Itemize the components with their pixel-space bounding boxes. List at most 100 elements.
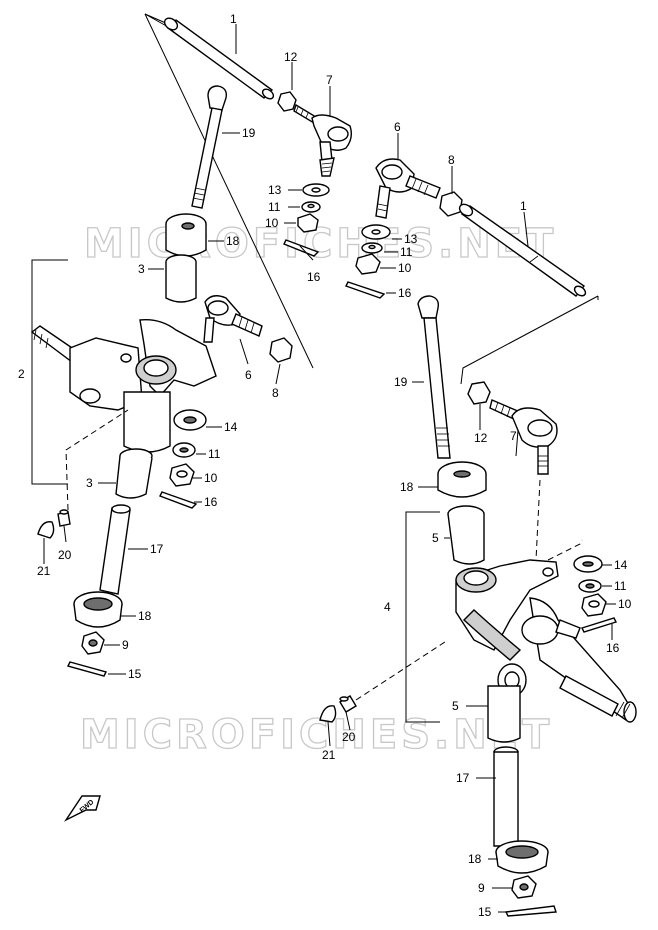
callout-19-left: 19 [242,126,256,140]
callout-11-left: 11 [268,200,281,214]
nut-8-left [269,337,293,363]
callout-18b-left: 18 [138,609,152,623]
callout-13-left: 13 [268,183,282,197]
washer-11-right-lower [578,579,602,593]
bolt-19-right [417,295,451,459]
callout-12-left: 12 [284,50,298,64]
callout-19-right: 19 [394,375,408,389]
washer-14-left [173,409,207,431]
seal-18-right-lower [495,840,549,874]
cap-21-left [37,521,55,539]
callout-16b-left: 16 [204,495,218,509]
cotter-pin-16-right [345,281,386,299]
callout-16b-right: 16 [606,641,620,655]
callout-7-left: 7 [326,73,333,87]
seal-18-left-lower [73,591,123,628]
nut-9-left [81,631,105,655]
callout-5b-right: 5 [452,699,459,713]
washer-11-right [361,242,383,254]
callout-10b-right: 10 [618,597,632,611]
nut-12-left [277,91,297,112]
washer-14-right [573,555,603,573]
callout-6-left: 6 [245,368,252,382]
right-tie-rod-dash [535,479,541,561]
callout-14-left: 14 [224,420,238,434]
callout-18b-right: 18 [468,852,482,866]
bushing-3-left-lower [115,448,153,499]
washer-11-left-lower [172,442,196,458]
grease-nipple-20-left [57,509,71,527]
castle-nut-10-right-lower [581,593,607,617]
callout-11b-right: 11 [614,579,627,593]
callout-4-right: 4 [384,600,391,614]
kingpin-17-right [493,746,519,847]
tie-rod-end-7-left [293,103,353,177]
callout-11-right: 11 [400,245,413,259]
tie-rod-end-6-right [375,158,441,219]
callout-20-right: 20 [342,730,356,744]
washer-11-left [301,201,321,213]
callout-16-right: 16 [398,286,412,300]
right-callouts: 6 8 1 13 11 10 16 19 12 7 18 5 14 11 10 … [322,120,632,919]
callout-18-right: 18 [400,480,414,494]
callout-12-right: 12 [474,431,488,445]
washer-13-left [302,183,330,197]
castle-nut-10-left-lower [169,463,195,487]
callout-2-left: 2 [18,367,25,381]
bracket-2-left [31,259,68,485]
callout-10b-left: 10 [204,471,218,485]
seal-18-left-top [165,213,207,257]
callout-14-right: 14 [614,558,628,572]
left-callouts: 1 12 7 19 13 11 10 18 16 3 2 6 8 14 11 1… [18,12,333,681]
watermark-top: MICROFICHES.NET [84,221,557,267]
callout-15-left: 15 [128,667,142,681]
tie-rod-end-7-right [489,399,558,475]
callout-10-right: 10 [398,261,412,275]
bushing-3-left-top [165,254,197,303]
cotter-pin-15-right [504,905,557,917]
bracket-4-right [405,511,440,723]
left-nipple-dash [65,409,129,511]
bolt-19-left [191,85,228,209]
left-outline-diagonal [144,13,314,369]
kingpin-17-left [99,504,131,595]
callout-13-right: 13 [404,232,418,246]
nut-9-right [511,875,537,899]
right-callout-leaders [327,133,616,913]
callout-3-left: 3 [138,262,145,276]
tie-rod-left [163,17,275,100]
callout-8-right: 8 [448,153,455,167]
callout-20-left: 20 [58,548,72,562]
seal-18-right-top [437,461,487,498]
tie-rod-right [458,203,587,297]
nut-12-right [467,381,491,405]
right-outline-top [460,295,599,385]
grease-nipple-20-right [339,695,357,713]
cap-21-right [319,705,337,723]
callout-8-left: 8 [272,386,279,400]
callout-7-right: 7 [510,429,517,443]
callout-1-right: 1 [520,199,527,213]
castle-nut-10-left [297,213,319,233]
callout-10-left: 10 [265,216,279,230]
callout-16-left: 16 [307,270,321,284]
callout-17-left: 17 [150,542,164,556]
callout-21-left: 21 [37,564,51,578]
callout-5-right: 5 [432,531,439,545]
cotter-pin-16-right-lower [581,617,617,633]
callout-1-left: 1 [230,12,237,26]
right-knuckle-dash [547,539,583,561]
bushing-5-right-top [447,505,485,565]
callout-17-right: 17 [456,771,470,785]
callout-9-right: 9 [478,881,485,895]
right-nipple-dash [355,639,449,701]
cotter-pin-16-left-lower [159,491,198,509]
callout-11b-left: 11 [208,447,221,461]
nut-8-right [439,191,463,217]
callout-9-left: 9 [122,638,129,652]
callout-21-right: 21 [322,748,336,762]
left-callout-leaders [43,24,331,675]
castle-nut-10-right [355,253,381,275]
fwd-arrow-icon: FWD [63,795,101,822]
washer-13-right [361,224,391,240]
